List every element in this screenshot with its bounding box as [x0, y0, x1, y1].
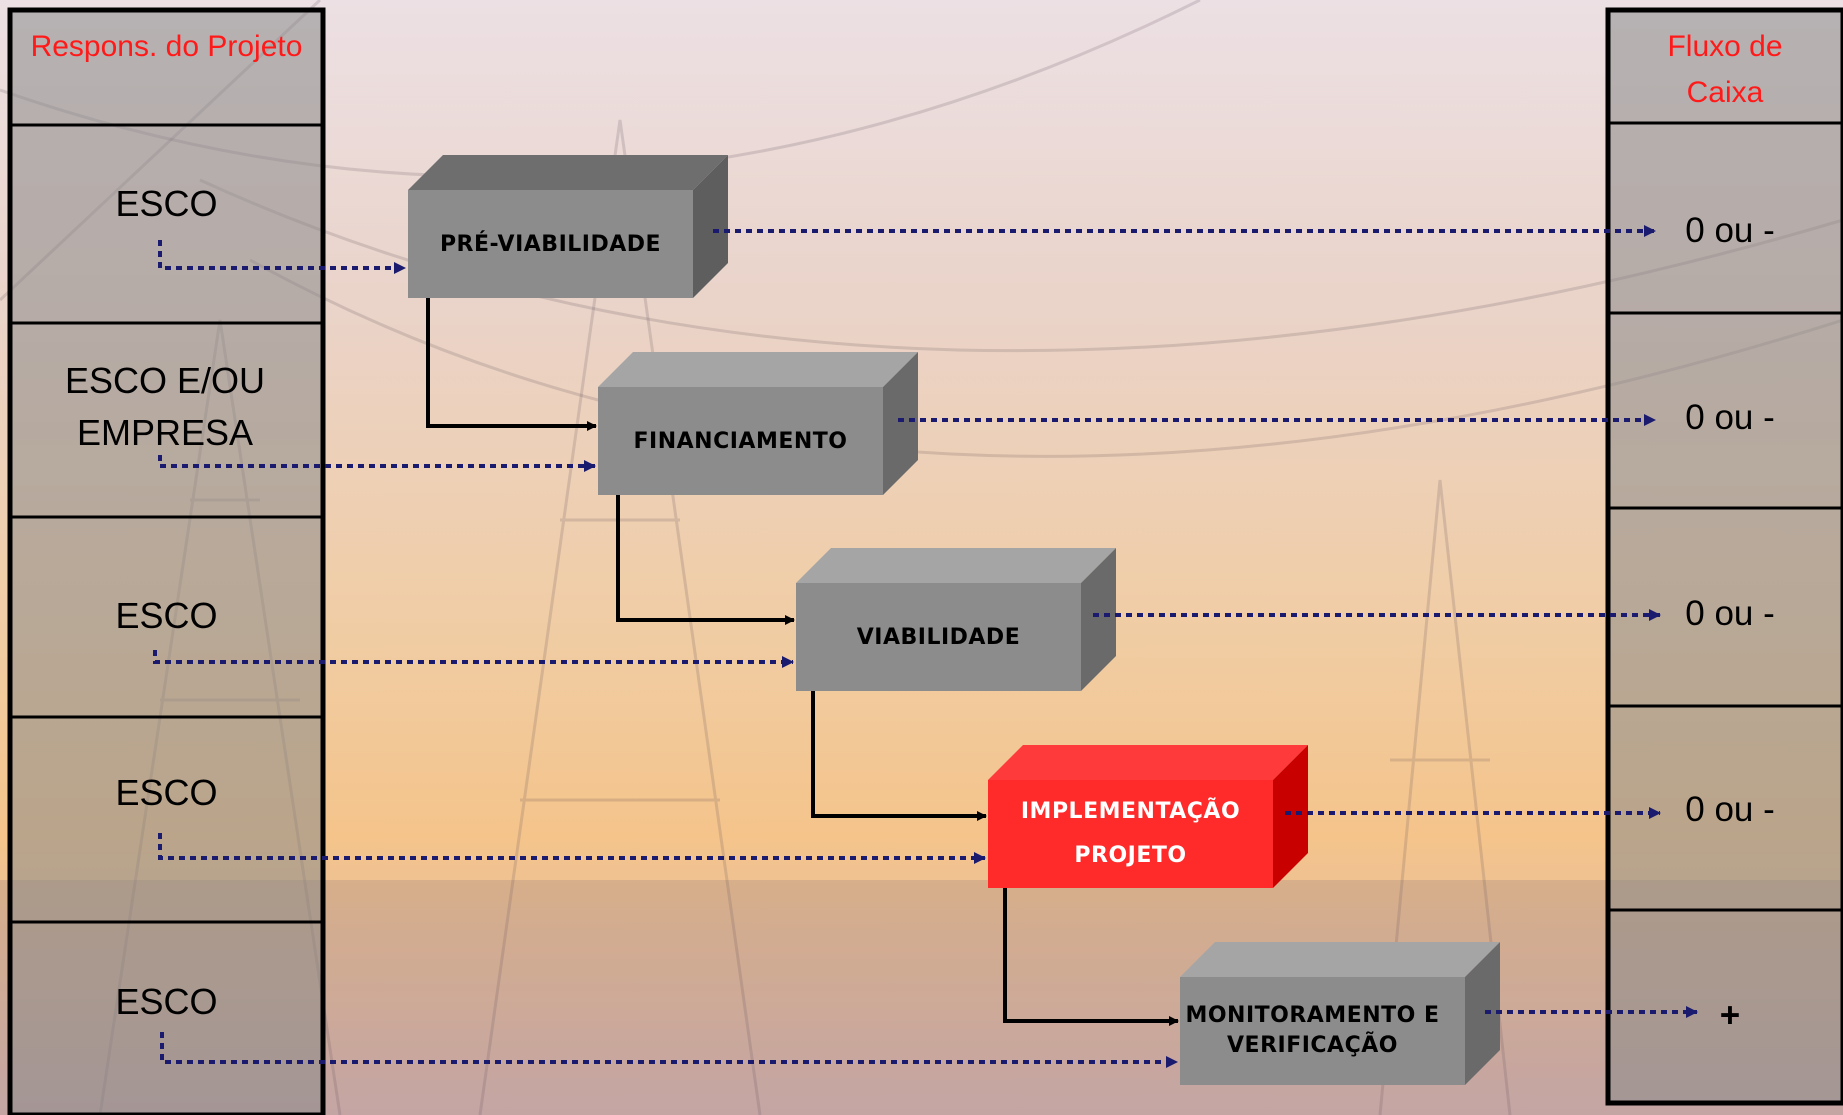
stage-box-monitoramento — [1180, 942, 1500, 1085]
left-panel — [7, 7, 326, 1115]
stage-label-implementacao: IMPLEMENTAÇÃO PROJETO — [1020, 799, 1241, 868]
cashflow-value-2: 0 ou - — [1685, 398, 1775, 437]
left-panel-header: Respons. do Projeto — [30, 30, 303, 63]
responsibility-esco-5: ESCO — [115, 981, 218, 1022]
stage-box-pre-viabilidade — [408, 155, 728, 298]
cashflow-value-1: 0 ou - — [1685, 211, 1775, 250]
responsibility-esco-4: ESCO — [115, 772, 218, 813]
right-panel — [1605, 7, 1843, 1106]
responsibility-esco-3: ESCO — [115, 595, 218, 636]
cashflow-value-4: 0 ou - — [1685, 790, 1775, 829]
cashflow-value-3: 0 ou - — [1685, 594, 1775, 633]
stage-box-implementacao — [988, 745, 1308, 888]
stage-connectors — [426, 298, 1179, 1026]
responsibility-esco-1: ESCO — [115, 183, 218, 224]
stage-box-viabilidade — [796, 548, 1116, 691]
stage-label-financiamento: FINANCIAMENTO — [633, 428, 848, 454]
cashflow-arrows — [713, 225, 1698, 1018]
stage-box-financiamento — [598, 352, 918, 495]
stage-label-viabilidade: VIABILIDADE — [856, 624, 1021, 650]
right-panel-header: Fluxo de Caixa — [1667, 30, 1783, 109]
responsibility-esco-empresa: ESCO E/OU EMPRESA — [64, 360, 266, 453]
cashflow-value-5: + — [1719, 996, 1741, 1035]
stage-label-monitoramento: MONITORAMENTO E VERIFICAÇÃO — [1185, 1003, 1440, 1058]
responsibility-arrows — [153, 240, 1178, 1068]
stage-label-pre-viabilidade: PRÉ-VIABILIDADE — [439, 231, 662, 257]
